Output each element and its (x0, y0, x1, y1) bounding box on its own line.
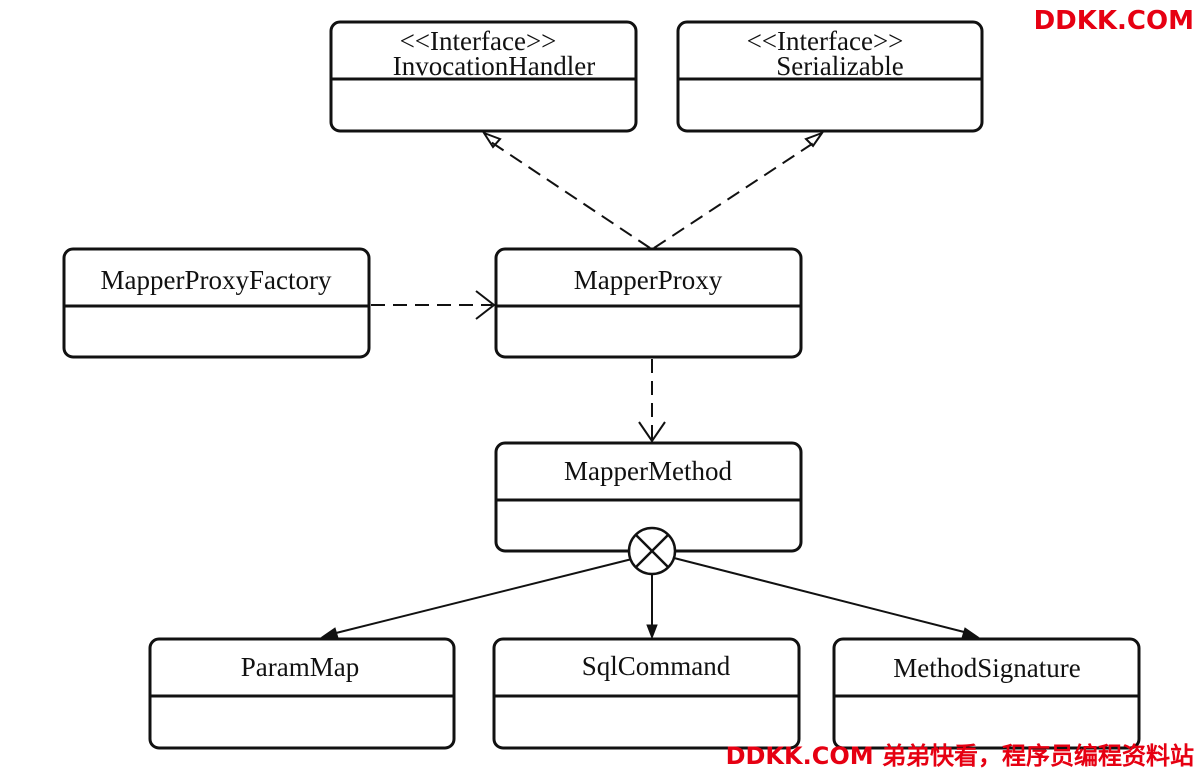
class-invocation-handler-box (329, 20, 638, 133)
relation-dependency-factory-to-proxy (371, 290, 496, 320)
class-param-map-name: ParamMap (241, 652, 359, 682)
class-method-signature-box (832, 637, 1141, 750)
class-serializable-name: Serializable (776, 51, 903, 81)
dashed-line (653, 141, 816, 249)
class-sql-command[interactable]: SqlCommand (492, 637, 801, 750)
class-serializable-stereotype: <<Interface>> (747, 26, 904, 56)
class-mapper-proxy-box (494, 247, 803, 359)
dashed-line (490, 141, 651, 249)
class-invocation-handler[interactable]: <<Interface>> InvocationHandler (329, 20, 638, 133)
watermark-bottom: DDKK.COM 弟弟快看，程序员编程资料站 (725, 742, 1194, 770)
class-invocation-handler-stereotype: <<Interface>> (400, 26, 557, 56)
filled-arrowhead-icon (320, 627, 339, 639)
class-method-signature[interactable]: MethodSignature (832, 637, 1141, 750)
filled-arrowhead-icon (961, 627, 980, 639)
relation-realization-serializable (653, 130, 825, 249)
filled-arrowhead-icon (646, 624, 658, 640)
class-mapper-proxy[interactable]: MapperProxy (494, 247, 803, 359)
hollow-triangle-arrowhead-icon (481, 131, 502, 149)
class-mapper-method[interactable]: MapperMethod (494, 441, 803, 553)
watermark-top: DDKK.COM (1033, 6, 1194, 36)
relation-nested-param-map (320, 558, 633, 639)
class-invocation-handler-name: InvocationHandler (393, 51, 595, 81)
solid-line (673, 557, 969, 634)
open-arrowhead-icon (638, 421, 666, 443)
containment-circle-icon (627, 526, 677, 576)
relation-realization-invocation-handler (481, 131, 651, 249)
class-method-signature-name: MethodSignature (893, 653, 1080, 683)
relation-nested-method-signature (673, 557, 980, 639)
hollow-triangle-arrowhead-icon (804, 130, 825, 148)
class-sql-command-box (492, 637, 801, 750)
relation-dependency-proxy-to-method (638, 359, 666, 443)
class-serializable-box (676, 20, 984, 133)
class-mapper-proxy-factory-box (62, 247, 371, 359)
class-mapper-proxy-name: MapperProxy (574, 265, 723, 295)
class-mapper-method-name: MapperMethod (564, 456, 732, 486)
class-mapper-proxy-factory-name: MapperProxyFactory (101, 265, 332, 295)
class-param-map-box (148, 637, 456, 750)
class-serializable[interactable]: <<Interface>> Serializable (676, 20, 984, 133)
class-mapper-proxy-factory[interactable]: MapperProxyFactory (62, 247, 371, 359)
class-param-map[interactable]: ParamMap (148, 637, 456, 750)
solid-line (331, 558, 633, 635)
open-arrowhead-icon (475, 290, 496, 320)
relation-nested-sql-command (646, 575, 658, 640)
class-sql-command-name: SqlCommand (582, 651, 731, 681)
